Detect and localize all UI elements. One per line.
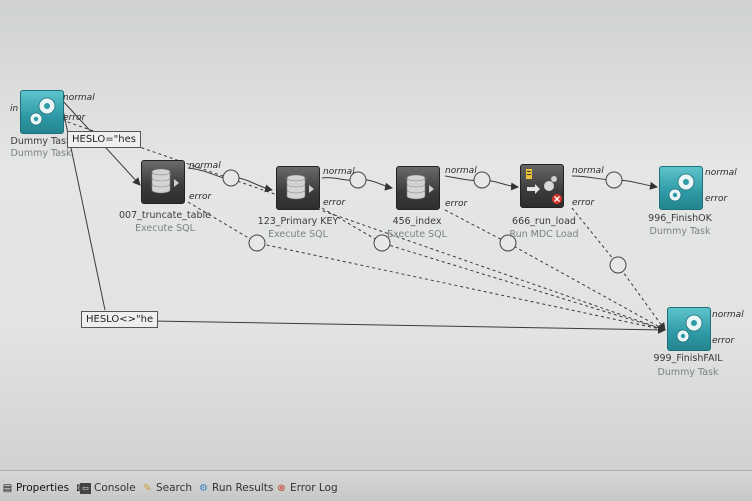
link-index-error-to-fail (444, 209, 666, 331)
node-truncate-table[interactable] (141, 160, 185, 204)
port-normal: normal (63, 93, 95, 103)
port-normal: normal (189, 161, 221, 171)
port-normal: normal (323, 167, 355, 177)
tab-run-results[interactable]: ⚙ Run Results (199, 482, 274, 494)
connector-circle (605, 171, 623, 189)
port-error: error (189, 192, 212, 202)
node-truncate-name: 007_truncate_table (119, 210, 211, 221)
node-primary-type: Execute SQL (268, 229, 328, 240)
node-primary-key[interactable] (276, 166, 320, 210)
console-icon: ▭ (80, 482, 91, 494)
gear-icon (668, 173, 695, 202)
run-results-icon: ⚙ (199, 482, 208, 494)
connector-circle (248, 234, 266, 252)
node-start-type: Dummy Task (10, 148, 72, 159)
node-finish-ok[interactable] (659, 166, 703, 210)
port-normal: normal (572, 166, 604, 176)
node-run-load[interactable] (520, 164, 564, 208)
node-finish-ok-type: Dummy Task (649, 226, 711, 237)
workflow-links (61, 99, 666, 334)
node-start-name: Dummy Task (10, 136, 72, 147)
tab-properties[interactable]: ▤ Properties ⊠ (2, 479, 85, 497)
database-icon (151, 168, 179, 194)
port-normal: normal (712, 310, 744, 320)
node-finish-fail[interactable] (667, 307, 711, 351)
link-primary-error-to-fail (321, 207, 666, 331)
workflow-canvas[interactable]: in normal error Dummy Task Dummy Task HE… (0, 0, 752, 470)
connector-circle (373, 234, 391, 252)
tab-error-log[interactable]: ⊗ Error Log (277, 482, 338, 494)
connector-circle (222, 169, 240, 187)
port-error: error (445, 199, 468, 209)
properties-icon: ▤ (2, 482, 13, 494)
gear-icon (29, 97, 56, 126)
port-in: in (10, 104, 19, 114)
database-icon (406, 174, 434, 200)
condition-eq[interactable]: HESLO="hes (67, 131, 141, 148)
port-error: error (63, 113, 86, 123)
node-start-dummy[interactable] (20, 90, 64, 134)
node-index-name: 456_index (392, 216, 442, 227)
node-runload-name: 666_run_load (512, 216, 576, 227)
port-error: error (572, 198, 595, 208)
port-error: error (323, 198, 346, 208)
gear-icon (676, 314, 703, 343)
port-error: error (705, 194, 728, 204)
node-finish-ok-name: 996_FinishOK (648, 213, 712, 224)
connector-circle (473, 171, 491, 189)
condition-neq[interactable]: HESLO<>"he (81, 311, 159, 328)
node-primary-name: 123_Primary KEY (257, 216, 339, 227)
node-index[interactable] (396, 166, 440, 210)
connector-circle (499, 234, 517, 252)
node-finish-fail-type: Dummy Task (657, 367, 719, 378)
connector-circle (349, 171, 367, 189)
node-finish-fail-name: 999_FinishFAIL (653, 353, 723, 364)
tab-search[interactable]: ✎ Search (143, 482, 193, 494)
node-runload-type: Run MDC Load (509, 229, 579, 240)
tab-console[interactable]: ▭ Console (80, 479, 136, 497)
error-log-icon: ⊗ (277, 482, 286, 494)
link-start-error-to-fail (61, 119, 666, 331)
link-cond-neq-to-fail (151, 320, 666, 334)
database-icon (286, 174, 314, 200)
node-truncate-type: Execute SQL (135, 223, 195, 234)
port-error: error (712, 336, 735, 346)
search-icon: ✎ (143, 482, 152, 494)
connector-circle (609, 256, 627, 274)
bottom-views-tab-bar: ▤ Properties ⊠ ▭ Console ✎ Search ⚙ Run … (0, 470, 752, 501)
mdc-load-icon (526, 169, 562, 204)
port-normal: normal (445, 166, 477, 176)
node-index-type: Execute SQL (387, 229, 447, 240)
port-normal: normal (705, 168, 737, 178)
